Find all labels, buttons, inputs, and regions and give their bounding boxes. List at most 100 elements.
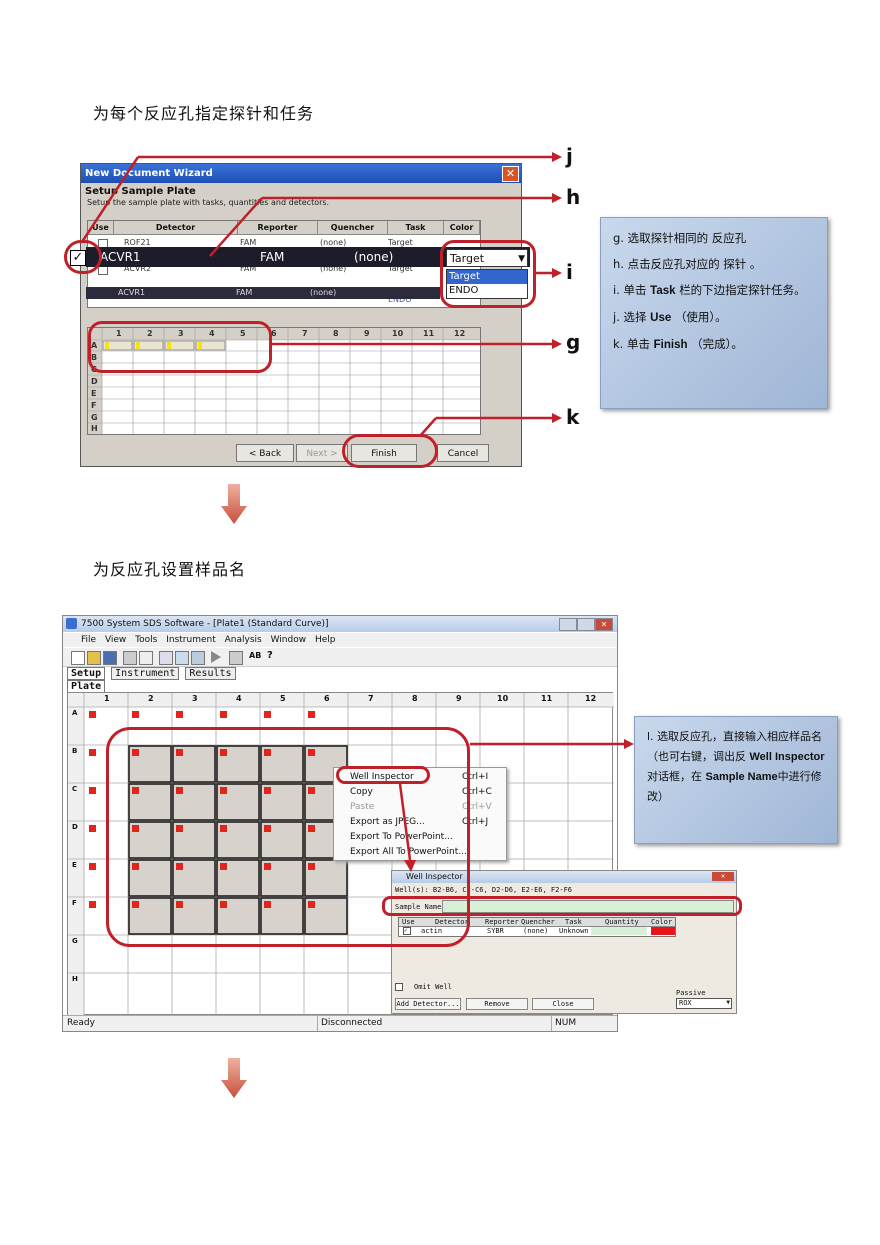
remove-button[interactable]: Remove [466,998,528,1010]
selected-detector-row[interactable]: ACVR1 FAM (none) [86,247,530,267]
plate-col-label: 6 [324,694,330,703]
plate-row-label: G [72,937,78,945]
plate-col-label: 2 [148,694,154,703]
plate-row-label: A [72,709,78,717]
chevron-down-icon[interactable]: ▼ [726,999,730,1006]
passive-value: ROX [679,999,692,1007]
save-icon[interactable] [103,651,117,665]
selected-reporter: FAM [260,250,285,264]
plate-col-label: 12 [454,329,466,338]
menu-item-copy[interactable]: Copy [350,787,373,797]
menu-view[interactable]: View [104,635,127,645]
new-file-icon[interactable] [71,651,85,665]
minimize-icon[interactable] [559,618,577,631]
grid-icon[interactable] [191,651,205,665]
back-button[interactable]: < Back [236,444,294,462]
table-row[interactable]: ACVR2 [124,264,152,273]
use-checkbox-checked[interactable]: ✓ [403,927,411,935]
menu-window[interactable]: Window [270,635,307,645]
task-value: Unknown [559,927,589,935]
callout-k: k [566,405,580,429]
plate-selection-ring [88,321,272,373]
note-item-k: k. 单击 Finish （完成）。 [613,337,743,351]
menu-item-export-jpeg[interactable]: Export as JPEG... [350,817,425,827]
task-option-endo-small[interactable]: ENDO [388,295,412,304]
close-icon[interactable]: ✕ [502,166,519,182]
omit-well-label: Omit Well [414,983,452,991]
maximize-icon[interactable] [577,618,595,631]
menu-file[interactable]: File [81,635,97,645]
close-icon[interactable]: ✕ [712,872,734,881]
task-highlight-ring [440,240,536,308]
omit-well-checkbox[interactable] [395,983,403,991]
reporter-value: SYBR [487,927,504,935]
color-swatch[interactable] [651,927,675,935]
note-item-j: j. 选择 Use （使用）。 [613,310,727,324]
tab-plate[interactable]: Plate [67,680,106,693]
sample-name-input[interactable] [442,900,734,913]
tab-results[interactable]: Results [185,667,236,680]
task-dropdown[interactable]: Target ▼ [446,249,528,267]
plate-col-label: 5 [280,694,286,703]
menu-tools[interactable]: Tools [135,635,158,645]
menu-analysis[interactable]: Analysis [224,635,262,645]
close-button[interactable]: Close [532,998,594,1010]
plate-col-label: 5 [240,329,246,338]
toolbar: AB ? [63,648,617,667]
menu-instrument[interactable]: Instrument [166,635,216,645]
status-connection: Disconnected [317,1016,382,1031]
table-row[interactable]: ROF21 [124,238,151,247]
plate-row-label: H [91,424,98,433]
passive-select[interactable]: ROX ▼ [676,998,732,1009]
task-option-target[interactable]: Target [447,270,527,284]
menu-bar: File View Tools Instrument Analysis Wind… [63,633,617,647]
chevron-down-icon[interactable]: ▼ [518,254,525,264]
quencher-cell: (none) [320,264,347,273]
well-inspector-item-ring [336,766,430,784]
spelling-icon[interactable]: AB [249,651,262,660]
tab-instrument[interactable]: Instrument [111,667,180,680]
open-folder-icon[interactable] [87,651,101,665]
well-list: Well(s): B2-B6, C2-C6, D2-D6, E2-E6, F2-… [395,886,573,894]
task-cell: Target [388,264,413,273]
plate-col-label: 2 [147,329,153,338]
close-icon[interactable]: ✕ [595,618,613,631]
col-detector: Detector [435,918,469,926]
plate-col-label: 1 [116,329,122,338]
tab-setup[interactable]: Setup [67,667,106,680]
col-quencher: Quencher [318,221,388,235]
quantity-input[interactable] [591,927,647,935]
add-detector-button[interactable]: Add Detector... [395,998,461,1010]
plate-grid-lines [88,328,480,434]
cancel-button[interactable]: Cancel [437,444,489,462]
app-icon [66,618,77,629]
plate-col-label: 10 [497,694,509,703]
task-option-endo[interactable]: ENDO [449,285,479,296]
edit-icon[interactable] [175,651,189,665]
col-color: Color [444,221,480,235]
print-icon[interactable] [123,651,137,665]
print-preview-icon[interactable] [139,651,153,665]
sample-name-label: Sample Name: [395,903,446,911]
col-task: Task [388,221,444,235]
help-icon[interactable]: ? [267,650,273,661]
wizard-title-bar: New Document Wizard [81,164,521,183]
plate-col-label: 1 [104,694,110,703]
plate-row-label: B [72,747,78,755]
menu-item-paste[interactable]: Paste [350,802,375,812]
plate-col-label: 6 [271,329,277,338]
play-icon[interactable] [211,651,221,663]
stop-icon[interactable] [229,651,243,665]
menu-item-well-inspector[interactable]: Well Inspector [350,772,414,782]
plate-col-label: 4 [209,329,215,338]
plate-row-label: H [72,975,78,983]
menu-help[interactable]: Help [314,635,336,645]
section-heading-sample-name: 为反应孔设置样品名 [93,560,247,579]
window-controls: ✕ [559,618,613,631]
plate-col-label: 10 [392,329,404,338]
down-arrow-icon [221,484,247,524]
zoom-icon[interactable] [159,651,173,665]
reporter-cell: FAM [240,238,257,247]
menu-item-export-ppt[interactable]: Export To PowerPoint... [350,832,453,842]
selected-wells-ring [106,727,470,947]
